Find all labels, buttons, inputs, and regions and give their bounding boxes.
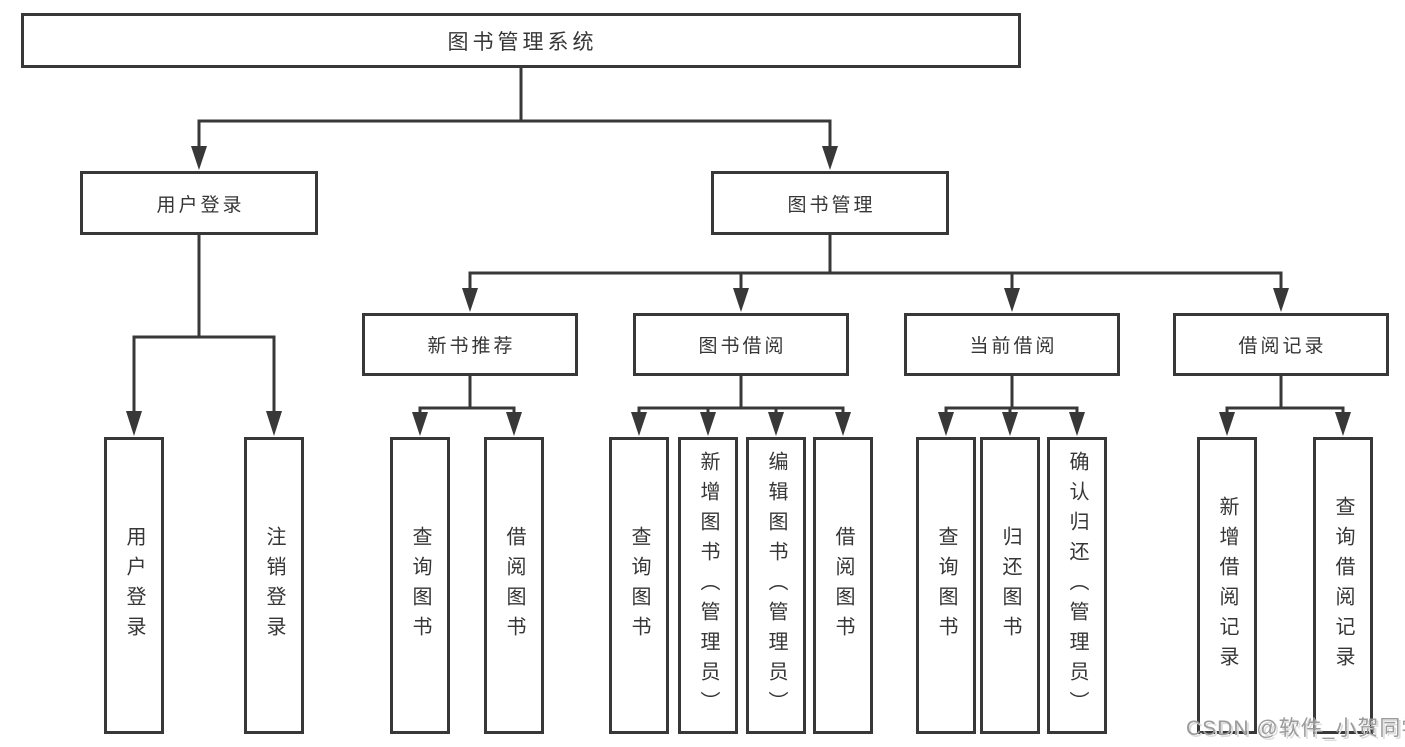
arrowhead-icon xyxy=(733,288,749,312)
connector-current-borrow-children xyxy=(938,376,1085,436)
arrowhead-icon xyxy=(835,412,851,436)
leaf-edit-books-admin: 编辑图书（管理员） xyxy=(746,437,806,734)
node-label: 用户登录 xyxy=(123,525,145,646)
leaf-query-books-current: 查询图书 xyxy=(916,437,976,734)
node-label: 新增图书（管理员） xyxy=(697,450,719,721)
arrowhead-icon xyxy=(938,412,954,436)
arrowhead-icon xyxy=(1219,412,1235,436)
leaf-user-login: 用户登录 xyxy=(104,437,164,734)
arrowhead-icon xyxy=(1273,288,1289,312)
arrowhead-icon xyxy=(412,412,428,436)
node-current-borrow: 当前借阅 xyxy=(904,313,1120,376)
arrowhead-icon xyxy=(1069,412,1085,436)
arrowhead-icon xyxy=(822,146,838,170)
leaf-confirm-return-admin: 确认归还（管理员） xyxy=(1047,437,1107,734)
leaf-query-books-recommend: 查询图书 xyxy=(390,437,450,734)
arrowhead-icon xyxy=(1002,412,1018,436)
node-label: 注销登录 xyxy=(263,525,285,646)
connector-new-book-children xyxy=(412,376,522,436)
node-label: 新增借阅记录 xyxy=(1216,495,1238,676)
arrowhead-icon xyxy=(631,412,647,436)
arrowhead-icon xyxy=(700,412,716,436)
node-label: 确认归还（管理员） xyxy=(1066,450,1088,721)
connector-book-borrow-children xyxy=(631,376,851,436)
node-label: 图书管理 xyxy=(787,194,876,216)
node-library-system: 图书管理系统 xyxy=(21,13,1021,68)
arrowhead-icon xyxy=(462,288,478,312)
csdn-watermark: CSDN @软件_小贺同学 xyxy=(1186,717,1405,740)
connector-user-login-children xyxy=(126,235,282,436)
node-label: 用户登录 xyxy=(156,194,245,216)
leaf-add-books-admin: 新增图书（管理员） xyxy=(678,437,738,734)
node-label: 编辑图书（管理员） xyxy=(765,450,787,721)
node-label: 查询借阅记录 xyxy=(1332,495,1354,676)
node-borrow-records: 借阅记录 xyxy=(1173,313,1389,376)
node-label: 图书管理系统 xyxy=(447,30,598,54)
node-label: 归还图书 xyxy=(999,525,1021,646)
arrowhead-icon xyxy=(266,411,282,436)
node-new-book-recommend: 新书推荐 xyxy=(362,313,578,376)
leaf-borrow-books-recommend: 借阅图书 xyxy=(484,437,544,734)
arrowhead-icon xyxy=(1004,288,1020,312)
arrowhead-icon xyxy=(506,412,522,436)
leaf-query-borrow-record: 查询借阅记录 xyxy=(1313,437,1373,734)
node-label: 新书推荐 xyxy=(427,336,516,357)
node-label: 查询图书 xyxy=(409,525,431,646)
node-label: 图书借阅 xyxy=(698,336,787,357)
arrowhead-icon xyxy=(768,412,784,436)
node-label: 当前借阅 xyxy=(969,336,1058,357)
arrowhead-icon xyxy=(126,411,142,436)
node-book-borrow: 图书借阅 xyxy=(633,313,849,376)
node-label: 查询图书 xyxy=(935,525,957,646)
leaf-borrow-books: 借阅图书 xyxy=(813,437,873,734)
arrowhead-icon xyxy=(191,146,207,170)
node-user-login-group: 用户登录 xyxy=(80,171,318,235)
leaf-query-books-borrow: 查询图书 xyxy=(609,437,669,734)
connector-book-management-children xyxy=(462,235,1289,312)
connector-root-to-level2 xyxy=(191,67,838,170)
node-label: 借阅图书 xyxy=(503,525,525,646)
arrowhead-icon xyxy=(1335,412,1351,436)
node-label: 查询图书 xyxy=(628,525,650,646)
node-label: 借阅记录 xyxy=(1238,336,1327,357)
leaf-add-borrow-record: 新增借阅记录 xyxy=(1197,437,1257,734)
node-book-management: 图书管理 xyxy=(711,171,949,235)
leaf-return-books: 归还图书 xyxy=(980,437,1040,734)
node-label: 借阅图书 xyxy=(832,525,854,646)
leaf-logout: 注销登录 xyxy=(244,437,304,734)
connector-borrow-records-children xyxy=(1219,376,1351,436)
